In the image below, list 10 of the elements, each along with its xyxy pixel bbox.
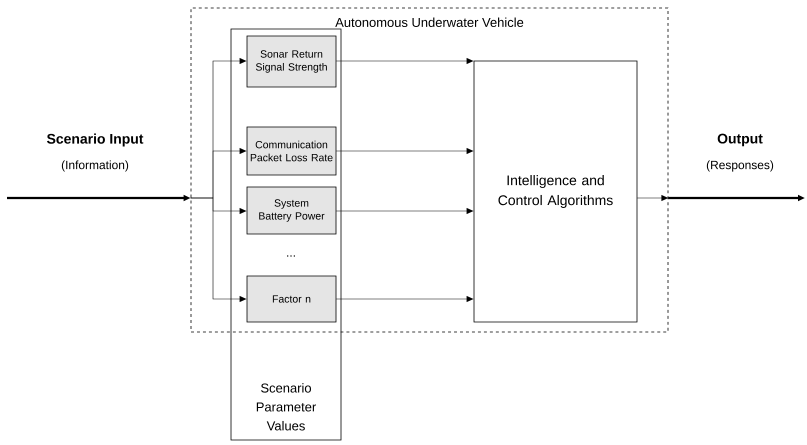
ellipsis: ... <box>287 255 295 257</box>
heading: Output <box>718 134 763 146</box>
factor-box: Sonar Return Signal Strength <box>246 36 336 88</box>
heading: Scenario Input <box>46 134 144 146</box>
note: (Information) <box>62 160 128 172</box>
factor-box: Factor n <box>246 276 336 322</box>
factor-box: Communication Packet Loss Rate <box>246 126 336 176</box>
process-box: Intelligence and Control Algorithms <box>474 60 638 322</box>
factor-box: System Battery Power <box>246 186 336 234</box>
note: (Responses) <box>706 160 774 172</box>
